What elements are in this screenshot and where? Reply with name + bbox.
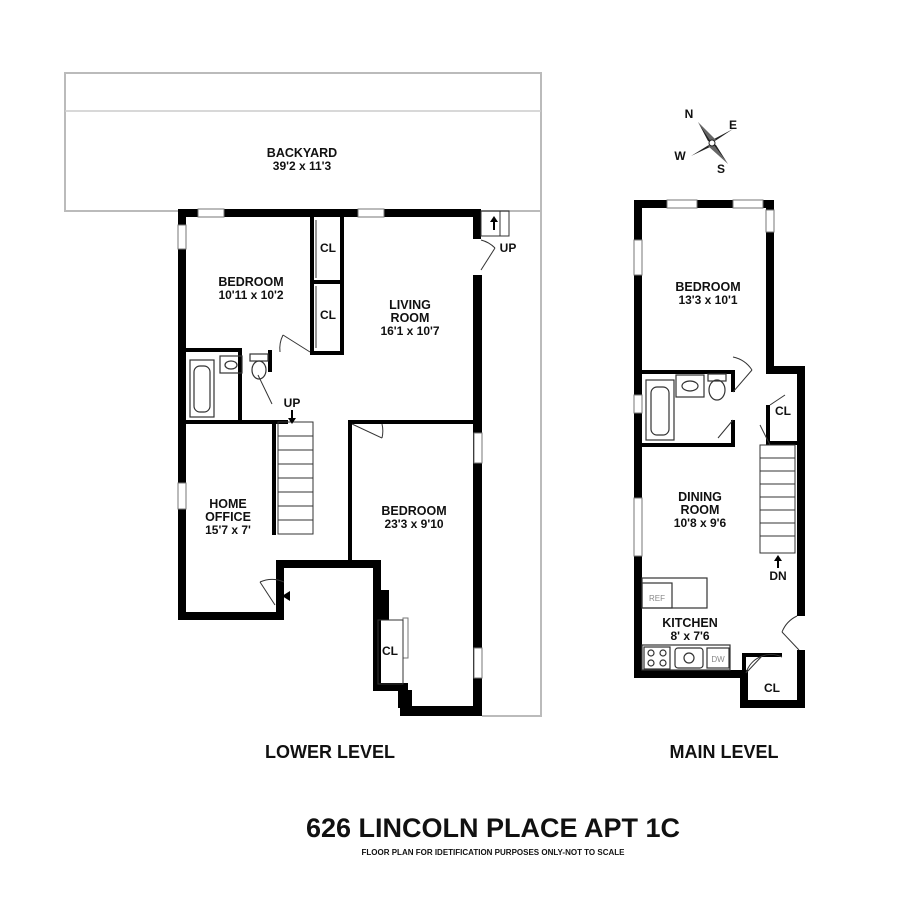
stairs-up-label: UP <box>284 396 301 410</box>
home-office-dimensions: 15'7 x 7' <box>205 523 251 537</box>
lower-bedroom2-dimensions: 23'3 x 9'10 <box>384 517 443 531</box>
compass-west-label: W <box>674 149 686 163</box>
dining-room-label-line2: ROOM <box>681 503 720 517</box>
lower-interior-walls <box>178 215 478 562</box>
living-room-label-line1: LIVING <box>389 298 431 312</box>
living-room-label-line2: ROOM <box>391 311 430 325</box>
main-level-heading: MAIN LEVEL <box>669 742 778 762</box>
lower-stairs <box>277 421 314 535</box>
closet-label: CL <box>382 644 398 658</box>
dining-room-dimensions: 10'8 x 9'6 <box>674 516 727 530</box>
exterior-up-label: UP <box>500 241 517 255</box>
main-closet-label: CL <box>764 681 780 695</box>
lower-windows <box>177 208 483 679</box>
lower-closet-bedroom2-outline <box>377 619 404 685</box>
disclaimer-text: FLOOR PLAN FOR IDETIFICATION PURPOSES ON… <box>362 848 626 857</box>
refrigerator-label: REF <box>649 594 665 603</box>
compass-rose-icon: N E S W <box>674 107 737 176</box>
main-level-plan: BEDROOM 13'3 x 10'1 CL DINING ROOM 10'8 … <box>633 199 805 762</box>
lower-bedroom1-label: BEDROOM <box>218 275 283 289</box>
closet-label: CL <box>320 241 336 255</box>
backyard-dimensions: 39'2 x 11'3 <box>273 159 332 173</box>
backyard-label: BACKYARD <box>267 146 337 160</box>
kitchen-label: KITCHEN <box>662 616 718 630</box>
main-windows <box>633 199 775 557</box>
kitchen-dimensions: 8' x 7'6 <box>670 629 709 643</box>
kitchen-fixtures <box>641 577 731 671</box>
living-room-dimensions: 16'1 x 10'7 <box>380 324 439 338</box>
compass-south-label: S <box>717 162 725 176</box>
dishwasher-label: DW <box>711 655 725 664</box>
main-bedroom-dimensions: 13'3 x 10'1 <box>678 293 737 307</box>
backyard-area <box>64 72 542 212</box>
main-bedroom-label: BEDROOM <box>675 280 740 294</box>
lower-exterior-walls <box>178 209 482 716</box>
lower-doors <box>257 239 496 606</box>
lower-bedroom2-label: BEDROOM <box>381 504 446 518</box>
compass-east-label: E <box>729 118 737 132</box>
side-yard-outline <box>482 211 542 717</box>
home-office-label-line1: HOME <box>209 497 247 511</box>
main-interior-walls <box>640 370 801 673</box>
entry-arrow-icon <box>282 591 290 601</box>
stairs-dn-label: DN <box>769 569 786 583</box>
closet-label: CL <box>320 308 336 322</box>
main-exterior-walls <box>634 200 805 708</box>
lower-bathroom-fixtures <box>189 353 269 418</box>
exterior-steps <box>480 210 510 237</box>
home-office-label-line2: OFFICE <box>205 510 251 524</box>
address-title: 626 LINCOLN PLACE APT 1C <box>306 813 680 843</box>
compass-north-label: N <box>685 107 694 121</box>
main-bathroom-fixtures <box>645 373 727 441</box>
lower-bedroom1-dimensions: 10'11 x 10'2 <box>218 288 283 302</box>
main-stairs <box>759 444 796 554</box>
lower-level-heading: LOWER LEVEL <box>265 742 395 762</box>
dining-room-label-line1: DINING <box>678 490 722 504</box>
main-doors <box>717 356 800 674</box>
main-closet-label: CL <box>775 404 791 418</box>
lower-level-plan: BACKYARD 39'2 x 11'3 BEDROOM 10'11 x 10'… <box>64 72 542 762</box>
